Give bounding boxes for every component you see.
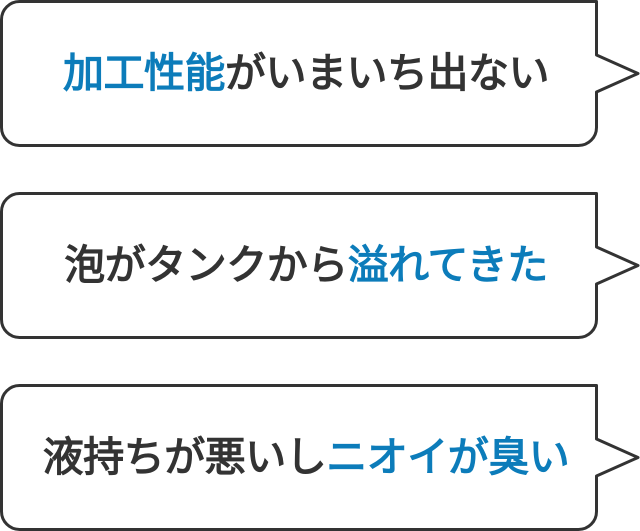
speech-bubble-2: 泡がタンクから溢れてきた: [0, 192, 640, 339]
speech-bubble-text-2: 泡がタンクから溢れてきた: [16, 192, 596, 339]
bubble-3-segment-plain: 液持ちが悪いし: [42, 432, 327, 481]
speech-bubble-3: 液持ちが悪いしニオイが臭い: [0, 384, 640, 531]
speech-bubble-1: 加工性能がいまいち出ない: [0, 0, 640, 147]
bubble-2-segment-accent: 溢れてきた: [347, 240, 549, 289]
speech-bubble-text-3: 液持ちが悪いしニオイが臭い: [16, 384, 596, 531]
speech-bubble-shape-2: [0, 192, 640, 339]
bubble-1-segment-plain: がいまいち出ない: [225, 48, 550, 97]
speech-bubble-shape-1: [0, 0, 640, 147]
speech-bubble-text-1: 加工性能がいまいち出ない: [16, 0, 596, 147]
bubble-3-segment-accent: ニオイが臭い: [326, 432, 570, 481]
bubble-2-segment-plain: 泡がタンクから: [64, 240, 348, 289]
bubble-1-segment-accent: 加工性能: [63, 48, 226, 97]
